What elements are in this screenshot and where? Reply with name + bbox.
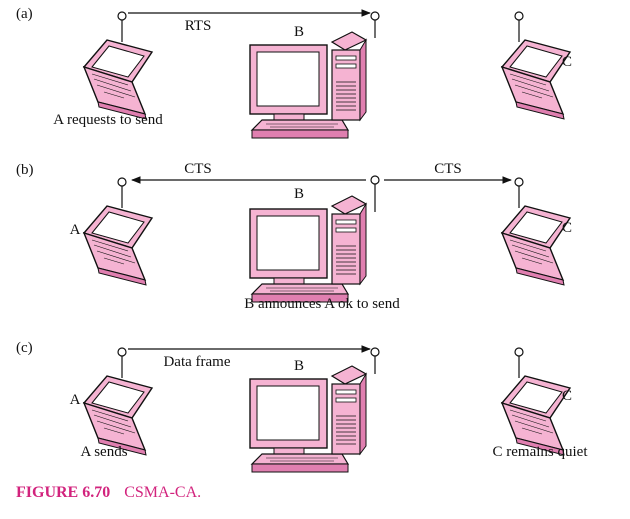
arrow-cts-right: CTS	[384, 161, 512, 184]
station-b: B B announces A ok to send	[244, 175, 400, 312]
station-b: B	[249, 11, 380, 139]
station-label: B	[294, 186, 304, 202]
arrow-label: CTS	[184, 161, 212, 177]
figure-number: FIGURE 6.70	[16, 484, 111, 501]
arrow-cts-left: CTS	[131, 161, 366, 184]
station-label: B	[294, 358, 304, 374]
desktop-computer-icon	[249, 195, 367, 303]
station-label: C	[562, 54, 572, 70]
laptop-icon	[83, 205, 153, 286]
antenna-icon	[117, 177, 127, 208]
station-c: C C remains quiet	[493, 347, 589, 460]
desktop-computer-icon	[249, 365, 367, 473]
figure-caption: FIGURE 6.70 CSMA-CA.	[16, 484, 201, 502]
figure-title: CSMA-CA.	[124, 484, 202, 501]
station-a: A	[70, 177, 153, 286]
antenna-icon	[514, 347, 524, 378]
station-caption: A sends	[80, 444, 127, 460]
laptop-icon	[501, 205, 571, 286]
station-b: B	[249, 347, 380, 473]
station-label: A	[70, 222, 81, 238]
station-caption: A requests to send	[53, 112, 163, 128]
arrow-label: CTS	[434, 161, 462, 177]
arrow-label: RTS	[185, 18, 212, 34]
panel-label: (b)	[16, 162, 34, 178]
station-caption: C remains quiet	[493, 444, 589, 460]
antenna-icon	[117, 347, 127, 378]
panel-a: (a) RTS A requests to send B	[16, 6, 572, 139]
arrow-label: Data frame	[163, 354, 230, 370]
station-caption: B announces A ok to send	[244, 296, 400, 312]
laptop-icon	[83, 39, 153, 120]
station-label: C	[562, 220, 572, 236]
station-label: C	[562, 388, 572, 404]
antenna-icon	[370, 11, 380, 38]
antenna-icon	[514, 177, 524, 208]
station-label: B	[294, 24, 304, 40]
station-c: C	[501, 177, 572, 286]
arrow-rts: RTS	[128, 9, 371, 34]
station-c: C	[501, 11, 572, 120]
antenna-icon	[370, 175, 380, 212]
arrow-data-frame: Data frame	[128, 345, 371, 370]
antenna-icon	[514, 11, 524, 42]
station-a: A requests to send	[53, 11, 163, 128]
station-label: A	[70, 392, 81, 408]
panel-label: (a)	[16, 6, 33, 22]
panel-b: (b) CTS CTS A B B announces A ok to sen	[16, 161, 572, 312]
panel-c: (c) Data frame A A sends B	[16, 340, 589, 473]
panel-label: (c)	[16, 340, 33, 356]
laptop-icon	[501, 39, 571, 120]
antenna-icon	[117, 11, 127, 42]
antenna-icon	[370, 347, 380, 374]
station-a: A A sends	[70, 347, 153, 460]
desktop-computer-icon	[249, 31, 367, 139]
